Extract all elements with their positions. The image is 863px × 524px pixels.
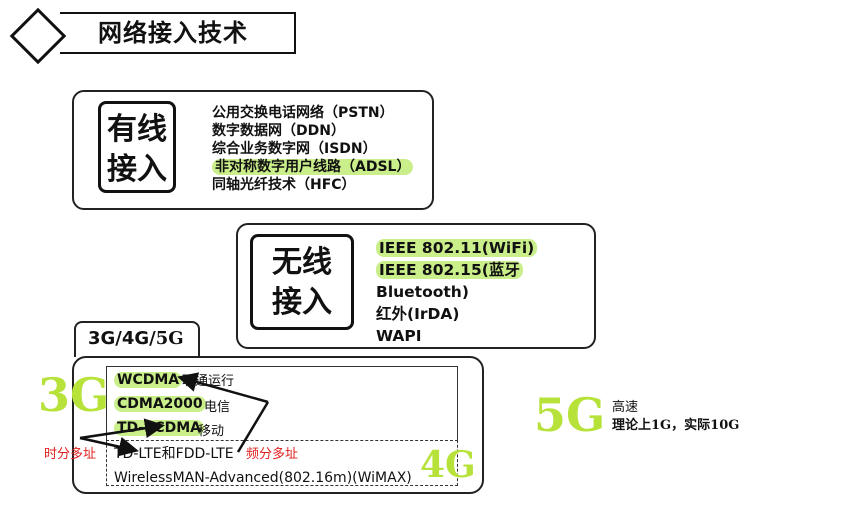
arrow-to-tdlte [79,436,139,457]
note-cdma: 电信 [204,400,231,415]
list-item: CDMA2000 [114,396,206,412]
mobile-tab-prefix: 3G/4G/ [88,328,156,349]
list-item: IEEE 802.15(蓝牙 [376,261,523,279]
mobile-tab [74,321,200,357]
mobile-3g-list: WCDMA CDMA2000 TD-SCDMA [114,368,206,440]
wired-label-line2: 接入 [107,152,167,187]
list-item: TD-LTE和FDD-LTE [114,446,234,462]
section-header [4,6,304,65]
five-g-line1: 高速 [612,400,639,415]
mobile-3g-frame [106,366,458,440]
tag-5g: 5G [534,388,606,442]
mobile-4g-frame [106,440,458,486]
list-item: 综合业务数字网（ISDN） [212,141,377,157]
arrow-to-tdscdma [79,418,165,440]
list-item: WCDMA [114,372,183,388]
wired-label-line1: 有线 [107,112,167,147]
list-item: Bluetooth) [376,283,469,301]
wireless-label-line1: 无线 [272,245,332,280]
wireless-label-line2: 接入 [272,285,332,320]
list-item: 数字数据网（DDN） [212,123,345,139]
arrow-to-fdd [236,401,270,453]
note-fdm: 频分多址 [246,447,299,462]
five-g-line2: 理论上1G，实际10G [612,418,740,433]
list-item: 公用交换电话网络（PSTN） [212,105,394,121]
note-tdm: 时分多址 [44,447,97,462]
list-item: 非对称数字用户线路（ADSL） [212,159,414,175]
list-item: WirelessMAN-Advanced(802.16m)(WiMAX) [114,470,412,486]
title-frame [60,12,296,54]
list-item: 同轴光纤技术（HFC） [212,177,356,193]
wireless-access-label: 无线 接入 [250,234,354,330]
mobile-tab-label: 3G/4G/5G [88,328,184,349]
mobile-4g-list: TD-LTE和FDD-LTE WirelessMAN-Advanced(802.… [114,442,412,490]
list-item: IEEE 802.11(WiFi) [376,239,538,257]
tag-3g: 3G [38,368,110,422]
tag-4g: 4G [420,444,476,486]
arrow-to-wcdma [177,372,269,404]
page-title: 网络接入技术 [98,19,248,47]
wireless-list: IEEE 802.11(WiFi) IEEE 802.15(蓝牙 Bluetoo… [376,237,538,347]
list-item: WAPI [376,327,422,345]
note-tdscdma: 移动 [198,424,225,439]
wired-access-label: 有线 接入 [98,101,176,193]
mobile-tab-suffix: 5G [155,328,184,349]
list-item: 红外(IrDA) [376,305,460,323]
wired-list: 公用交换电话网络（PSTN） 数字数据网（DDN） 综合业务数字网（ISDN） … [212,104,414,194]
